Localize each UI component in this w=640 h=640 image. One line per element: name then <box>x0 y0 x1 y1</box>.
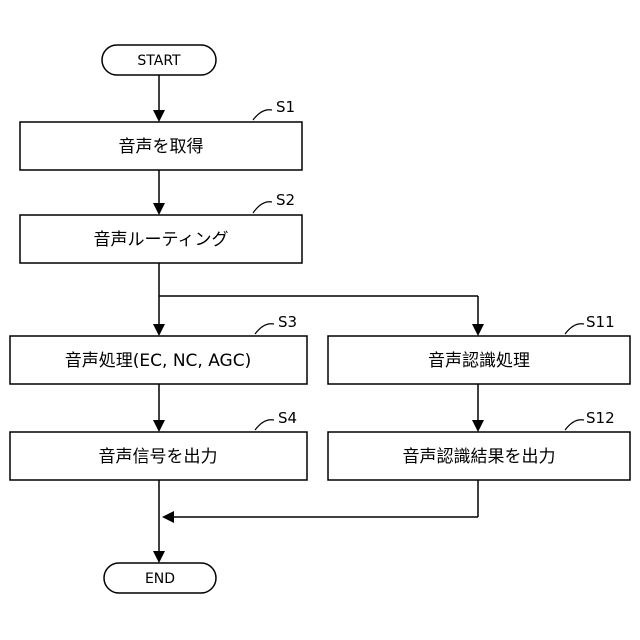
step-s1-id: S1 <box>276 98 295 116</box>
step-s1-leader <box>253 110 272 120</box>
end-terminal: END <box>104 563 216 593</box>
step-s2-label: 音声ルーティング <box>94 230 229 250</box>
step-s12-leader <box>565 420 584 430</box>
arrowhead-s11 <box>472 324 484 336</box>
arrowhead-s12 <box>472 420 484 432</box>
step-s3: 音声処理(EC, NC, AGC) <box>10 336 307 384</box>
step-s11-label: 音声認識処理 <box>428 351 530 371</box>
start-terminal: START <box>102 45 216 75</box>
step-s11-leader <box>565 324 584 334</box>
step-s1-label: 音声を取得 <box>119 137 204 157</box>
step-s12-id: S12 <box>586 409 615 427</box>
step-s11: 音声認識処理 <box>328 336 630 384</box>
step-s12-label: 音声認識結果を出力 <box>403 447 556 467</box>
arrowhead-s4 <box>153 420 165 432</box>
step-s2: 音声ルーティング <box>20 215 302 263</box>
step-s2-id: S2 <box>276 191 295 209</box>
step-s11-id: S11 <box>586 313 615 331</box>
step-s4-leader <box>255 420 274 430</box>
step-s3-leader <box>255 324 274 334</box>
step-s3-id: S3 <box>278 313 297 331</box>
step-s12: 音声認識結果を出力 <box>328 432 630 480</box>
step-s4-id: S4 <box>278 409 297 427</box>
end-label: END <box>145 571 175 587</box>
arrowhead-end <box>153 551 165 563</box>
step-s4: 音声信号を出力 <box>10 432 307 480</box>
arrowhead-s2 <box>153 203 165 215</box>
arrowhead-s3 <box>153 324 165 336</box>
arrowhead-s1 <box>153 110 165 122</box>
step-s3-label: 音声処理(EC, NC, AGC) <box>65 351 251 371</box>
step-s4-label: 音声信号を出力 <box>99 447 218 467</box>
start-label: START <box>137 53 181 69</box>
step-s1: 音声を取得 <box>20 122 302 170</box>
step-s2-leader <box>253 202 272 213</box>
arrowhead-merge <box>162 511 174 523</box>
